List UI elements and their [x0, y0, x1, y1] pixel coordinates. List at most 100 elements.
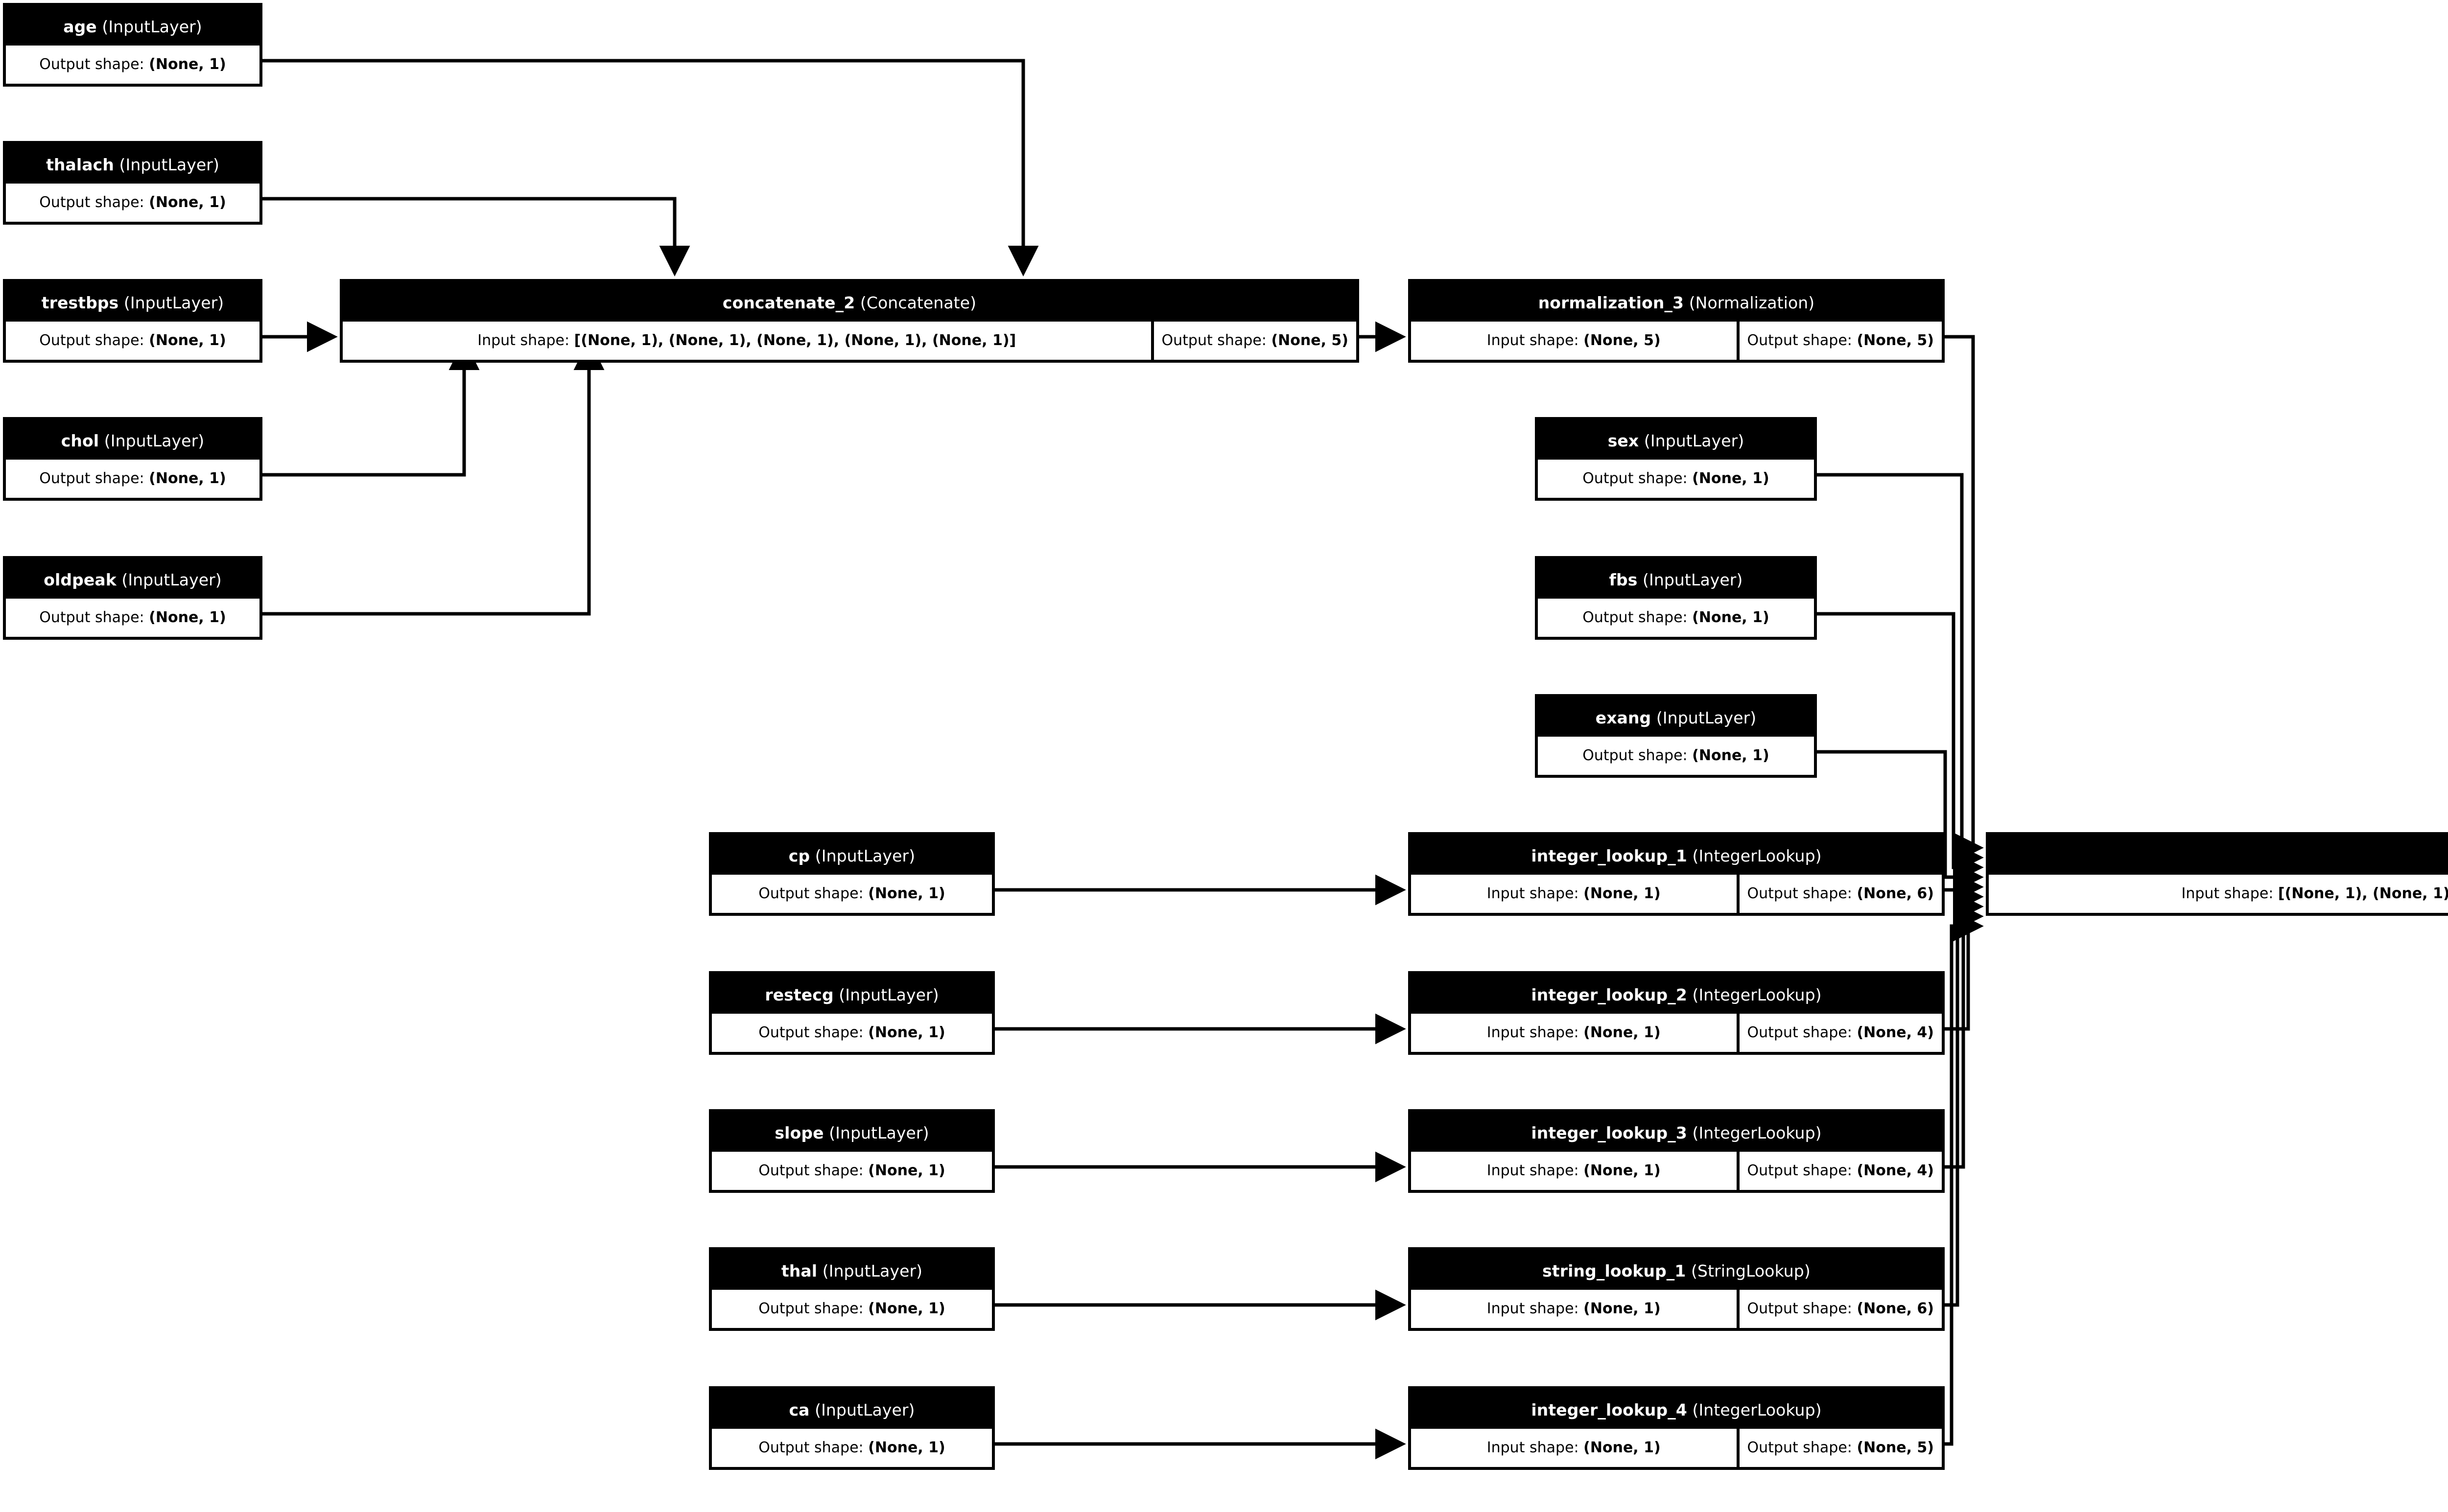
- node-body-chol: Output shape: (None, 1): [6, 460, 259, 498]
- output-shape-cell-integer_lookup_2: Output shape: (None, 4): [1739, 1014, 1942, 1052]
- node-kind-integer_lookup_1: (IntegerLookup): [1687, 846, 1822, 865]
- node-body-ca: Output shape: (None, 1): [712, 1429, 992, 1467]
- node-name-string_lookup_1: string_lookup_1: [1542, 1261, 1686, 1280]
- node-name-integer_lookup_4: integer_lookup_4: [1531, 1400, 1687, 1419]
- node-kind-cp: (InputLayer): [810, 846, 916, 865]
- node-body-oldpeak: Output shape: (None, 1): [6, 599, 259, 637]
- node-string_lookup_1[interactable]: string_lookup_1 (StringLookup)Input shap…: [1408, 1247, 1945, 1331]
- node-title-cp: cp (InputLayer): [712, 835, 992, 875]
- output-shape-cell-integer_lookup_3: Output shape: (None, 4): [1739, 1152, 1942, 1190]
- input-shape-cell-normalization_3: Input shape: (None, 5): [1411, 322, 1737, 360]
- node-title-thal: thal (InputLayer): [712, 1250, 992, 1290]
- node-kind-slope: (InputLayer): [824, 1123, 929, 1142]
- edge-oldpeak-to-concatenate_2: [262, 339, 605, 616]
- node-body-fbs: Output shape: (None, 1): [1538, 599, 1814, 637]
- node-integer_lookup_2[interactable]: integer_lookup_2 (IntegerLookup)Input sh…: [1408, 971, 1945, 1055]
- node-age[interactable]: age (InputLayer) Output shape: (None, 1): [3, 3, 262, 87]
- node-body-concatenate_3: Input shape: [(None, 1), (None, 1), (Non…: [1989, 875, 2448, 913]
- node-title-normalization_3: normalization_3 (Normalization): [1411, 282, 1942, 322]
- node-title-fbs: fbs (InputLayer): [1538, 559, 1814, 599]
- edge-string_lookup_1-to-concatenate_3: [1945, 901, 1984, 1307]
- node-name-integer_lookup_2: integer_lookup_2: [1531, 985, 1687, 1004]
- node-slope[interactable]: slope (InputLayer)Output shape: (None, 1…: [709, 1109, 995, 1193]
- input-shape-cell-integer_lookup_2: Input shape: (None, 1): [1411, 1014, 1737, 1052]
- node-title-ca: ca (InputLayer): [712, 1389, 992, 1429]
- node-integer_lookup_3[interactable]: integer_lookup_3 (IntegerLookup)Input sh…: [1408, 1109, 1945, 1193]
- node-name-integer_lookup_3: integer_lookup_3: [1531, 1123, 1687, 1142]
- edge-chol-to-concatenate_2: [262, 339, 480, 477]
- node-title-concatenate_3: concatenate_3 (Concatenate): [1989, 835, 2448, 875]
- node-name-thal: thal: [781, 1261, 818, 1280]
- node-kind-age: (InputLayer): [96, 17, 202, 36]
- node-trestbps[interactable]: trestbps (InputLayer) Output shape: (None…: [3, 279, 262, 363]
- output-shape-cell-ca: Output shape: (None, 1): [712, 1429, 992, 1467]
- node-name-thalach: thalach: [46, 155, 114, 174]
- node-body-exang: Output shape: (None, 1): [1538, 737, 1814, 775]
- node-concatenate_3[interactable]: concatenate_3 (Concatenate)Input shape: …: [1986, 832, 2448, 916]
- node-title-integer_lookup_3: integer_lookup_3 (IntegerLookup): [1411, 1112, 1942, 1152]
- node-title-oldpeak: oldpeak (InputLayer): [6, 559, 259, 599]
- node-name-age: age: [63, 17, 97, 36]
- node-title-exang: exang (InputLayer): [1538, 697, 1814, 737]
- node-kind-integer_lookup_4: (IntegerLookup): [1687, 1400, 1822, 1419]
- node-title-slope: slope (InputLayer): [712, 1112, 992, 1152]
- node-thalach[interactable]: thalach (InputLayer)Output shape: (None,…: [3, 141, 262, 225]
- node-body-age: Output shape: (None, 1): [6, 46, 259, 84]
- node-kind-string_lookup_1: (StringLookup): [1686, 1261, 1811, 1280]
- output-shape-cell-slope: Output shape: (None, 1): [712, 1152, 992, 1190]
- node-kind-sex: (InputLayer): [1639, 431, 1744, 450]
- output-shape-cell-string_lookup_1: Output shape: (None, 6): [1739, 1290, 1942, 1328]
- edge-integer_lookup_2-to-concatenate_3: [1945, 881, 1984, 1031]
- node-integer_lookup_1[interactable]: integer_lookup_1 (IntegerLookup)Input sh…: [1408, 832, 1945, 916]
- node-oldpeak[interactable]: oldpeak (InputLayer)Output shape: (None,…: [3, 556, 262, 640]
- node-title-chol: chol (InputLayer): [6, 420, 259, 460]
- node-integer_lookup_4[interactable]: integer_lookup_4 (IntegerLookup)Input sh…: [1408, 1386, 1945, 1470]
- node-title-thalach: thalach (InputLayer): [6, 144, 259, 184]
- output-shape-cell-trestbps: Output shape: (None, 1): [6, 322, 259, 360]
- output-shape-cell-integer_lookup_1: Output shape: (None, 6): [1739, 875, 1942, 913]
- node-kind-trestbps: (InputLayer): [118, 293, 224, 312]
- node-exang[interactable]: exang (InputLayer)Output shape: (None, 1…: [1535, 694, 1817, 778]
- node-kind-chol: (InputLayer): [99, 431, 205, 450]
- node-body-restecg: Output shape: (None, 1): [712, 1014, 992, 1052]
- node-body-concatenate_2: Input shape: [(None, 1), (None, 1), (Non…: [343, 322, 1356, 360]
- node-concatenate_2[interactable]: concatenate_2 (Concatenate)Input shape: …: [340, 279, 1359, 363]
- node-chol[interactable]: chol (InputLayer)Output shape: (None, 1): [3, 417, 262, 501]
- node-body-slope: Output shape: (None, 1): [712, 1152, 992, 1190]
- node-name-trestbps: trestbps: [41, 293, 119, 312]
- output-shape-cell-sex: Output shape: (None, 1): [1538, 460, 1814, 498]
- node-body-sex: Output shape: (None, 1): [1538, 460, 1814, 498]
- node-ca[interactable]: ca (InputLayer)Output shape: (None, 1): [709, 1386, 995, 1470]
- node-thal[interactable]: thal (InputLayer)Output shape: (None, 1): [709, 1247, 995, 1331]
- node-sex[interactable]: sex (InputLayer)Output shape: (None, 1): [1535, 417, 1817, 501]
- output-shape-cell-fbs: Output shape: (None, 1): [1538, 599, 1814, 637]
- node-cp[interactable]: cp (InputLayer)Output shape: (None, 1): [709, 832, 995, 916]
- node-name-integer_lookup_1: integer_lookup_1: [1531, 846, 1687, 865]
- input-shape-cell-integer_lookup_3: Input shape: (None, 1): [1411, 1152, 1737, 1190]
- output-shape-cell-restecg: Output shape: (None, 1): [712, 1014, 992, 1052]
- output-shape-cell-chol: Output shape: (None, 1): [6, 460, 259, 498]
- node-body-integer_lookup_2: Input shape: (None, 1)Output shape: (Non…: [1411, 1014, 1942, 1052]
- edge-integer_lookup_4-to-concatenate_3: [1945, 910, 1984, 1446]
- node-kind-exang: (InputLayer): [1651, 708, 1757, 727]
- node-kind-ca: (InputLayer): [809, 1400, 915, 1419]
- edge-thalach-to-concatenate_2: [262, 197, 690, 277]
- edge-integer_lookup_3-to-concatenate_3: [1945, 891, 1984, 1169]
- node-normalization_3[interactable]: normalization_3 (Normalization)Input sha…: [1408, 279, 1945, 363]
- node-body-integer_lookup_1: Input shape: (None, 1)Output shape: (Non…: [1411, 875, 1942, 913]
- node-name-exang: exang: [1595, 708, 1651, 727]
- node-body-normalization_3: Input shape: (None, 5)Output shape: (Non…: [1411, 322, 1942, 360]
- output-shape-cell-exang: Output shape: (None, 1): [1538, 737, 1814, 775]
- node-title-restecg: restecg (InputLayer): [712, 974, 992, 1014]
- node-title-integer_lookup_1: integer_lookup_1 (IntegerLookup): [1411, 835, 1942, 875]
- node-name-fbs: fbs: [1609, 570, 1638, 589]
- node-fbs[interactable]: fbs (InputLayer)Output shape: (None, 1): [1535, 556, 1817, 640]
- input-shape-cell-concatenate_3: Input shape: [(None, 1), (None, 1), (Non…: [1989, 875, 2448, 913]
- node-name-concatenate_2: concatenate_2: [722, 293, 855, 312]
- node-title-integer_lookup_4: integer_lookup_4 (IntegerLookup): [1411, 1389, 1942, 1429]
- node-restecg[interactable]: restecg (InputLayer)Output shape: (None,…: [709, 971, 995, 1055]
- input-shape-cell-concatenate_2: Input shape: [(None, 1), (None, 1), (Non…: [343, 322, 1151, 360]
- input-shape-cell-integer_lookup_4: Input shape: (None, 1): [1411, 1429, 1737, 1467]
